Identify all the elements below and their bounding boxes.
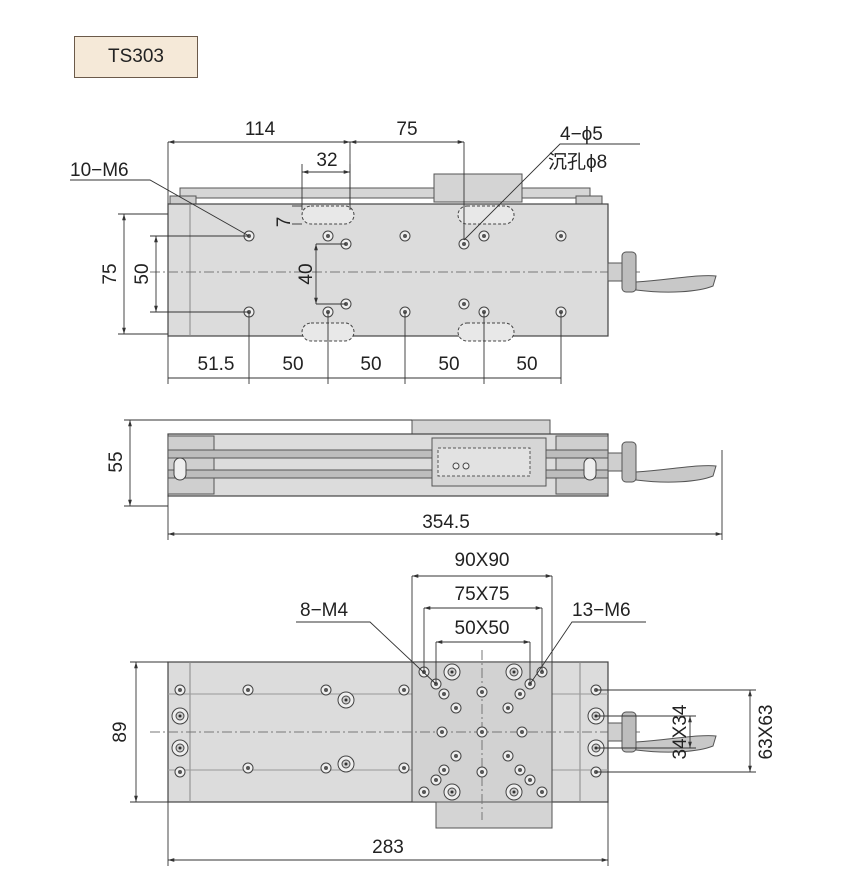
bottom-view: 90X90 75X75 50X50 89 283 34X34 63X63 8−M… <box>110 550 777 866</box>
top-view: 114 75 32 7 40 75 50 51.5 50 50 50 50 10… <box>70 119 717 384</box>
dim-50-a: 50 <box>282 354 303 375</box>
callout-counterbore: 沉孔ϕ8 <box>548 151 607 173</box>
dim-90x90: 90X90 <box>455 550 510 571</box>
callout-8-m4: 8−M4 <box>300 600 348 621</box>
dim-283: 283 <box>372 837 404 858</box>
dim-50x50: 50X50 <box>455 618 510 639</box>
dim-34x34: 34X34 <box>670 704 691 759</box>
dim-32: 32 <box>316 150 337 171</box>
dim-50-c: 50 <box>438 354 459 375</box>
callout-10-m6: 10−M6 <box>70 160 129 181</box>
side-view: 55 354.5 <box>106 419 723 540</box>
dim-40: 40 <box>296 263 317 284</box>
dim-50-b: 50 <box>360 354 381 375</box>
top-body <box>167 203 609 337</box>
dim-63x63: 63X63 <box>756 705 777 760</box>
dim-75-vertical: 75 <box>100 263 121 284</box>
crank-handle-icon <box>607 251 717 293</box>
dim-50-d: 50 <box>516 354 537 375</box>
dim-114: 114 <box>245 119 276 140</box>
dim-75: 75 <box>396 119 417 140</box>
dim-75x75: 75X75 <box>455 584 510 605</box>
dim-50-vertical: 50 <box>132 263 153 284</box>
dim-51-5: 51.5 <box>198 354 235 375</box>
callout-13-m6: 13−M6 <box>572 600 631 621</box>
dim-89: 89 <box>110 721 131 742</box>
callout-hole: 4−ϕ5 <box>560 124 603 145</box>
dim-354-5: 354.5 <box>422 512 470 533</box>
dim-55: 55 <box>106 451 127 472</box>
model-label: TS303 <box>74 36 198 78</box>
dim-7: 7 <box>274 217 295 228</box>
